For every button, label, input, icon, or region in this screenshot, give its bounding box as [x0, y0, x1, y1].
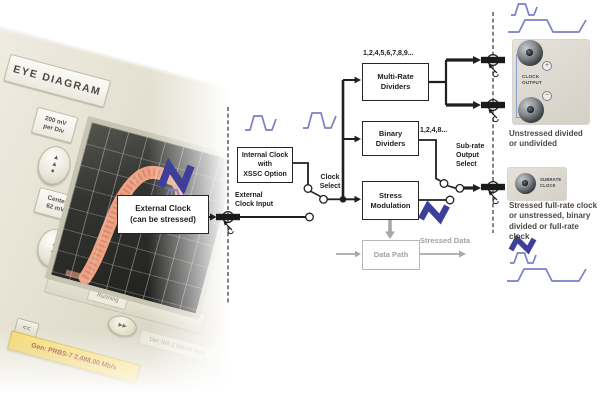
- subrate-clock-connector-icon[interactable]: [480, 180, 506, 205]
- clock-waveform-icon: [303, 112, 337, 129]
- subrate-clock-knob[interactable]: [515, 173, 536, 194]
- clock-output-plus-knob[interactable]: [517, 40, 543, 66]
- subrate-output-select-label: Sub-rate Output Select: [456, 143, 485, 169]
- clock-output-photo: + − CLOCK OUTPUT: [513, 40, 589, 124]
- external-clock-callout: External Clock (can be stressed): [117, 195, 209, 234]
- external-clock-input-label: External Clock Input: [235, 192, 274, 209]
- unstressed-caption: Unstressed divided or undivided: [509, 129, 583, 149]
- brand-logo-icon: [157, 157, 195, 196]
- binary-values-label: 1,2,4,8...: [420, 127, 448, 134]
- plus-badge: +: [542, 61, 552, 71]
- multi-rate-dividers-box: Multi-Rate Dividers: [362, 63, 429, 101]
- brand-logo-icon: [508, 234, 537, 255]
- stretched-clock-waveform-icon: [507, 268, 587, 282]
- minus-badge: −: [542, 91, 552, 101]
- clock-select-switch-blade: [310, 190, 321, 198]
- clock-select-label: Clock Select: [319, 174, 341, 191]
- clock-output-minus-connector-icon[interactable]: [480, 98, 506, 123]
- wire-binary-output: [417, 139, 481, 193]
- stressed-data-label: Stressed Data: [420, 236, 471, 245]
- subrate-clock-photo: SUBRATE CLOCK: [508, 168, 566, 200]
- data-path-box: Data Path: [362, 240, 420, 270]
- clock-output-minus-knob[interactable]: [518, 97, 544, 123]
- internal-clock-box: Internal Clock with XSSC Option: [237, 147, 293, 183]
- wire-internal-clock: [290, 162, 347, 204]
- stretched-clock-waveform-icon: [508, 19, 587, 33]
- stress-modulation-box: Stress Modulation: [362, 181, 419, 220]
- multi-rate-values-label: 1,2,4,5,6,7,8,9...: [363, 50, 414, 57]
- wire-stress-output: [417, 195, 455, 205]
- stressed-caption: Stressed full-rate clock or unstressed, …: [509, 201, 598, 242]
- wire-data-path: [336, 220, 466, 258]
- wire-clock-bus: [341, 76, 361, 203]
- clock-output-plus-connector-icon[interactable]: [480, 53, 506, 78]
- clock-waveform-icon: [511, 3, 538, 16]
- clock-waveform-icon: [245, 115, 277, 131]
- binary-dividers-box: Binary Dividers: [362, 121, 419, 156]
- clock-waveform-icon: [510, 252, 537, 264]
- brand-logo-icon: [418, 200, 450, 225]
- subrate-select-switch-blade: [447, 184, 457, 190]
- subrate-clock-label: SUBRATE CLOCK: [540, 177, 562, 188]
- wire-multirate-outputs: [427, 56, 481, 109]
- clock-output-label: CLOCK OUTPUT: [522, 74, 543, 86]
- external-clock-connector-icon[interactable]: [215, 210, 241, 235]
